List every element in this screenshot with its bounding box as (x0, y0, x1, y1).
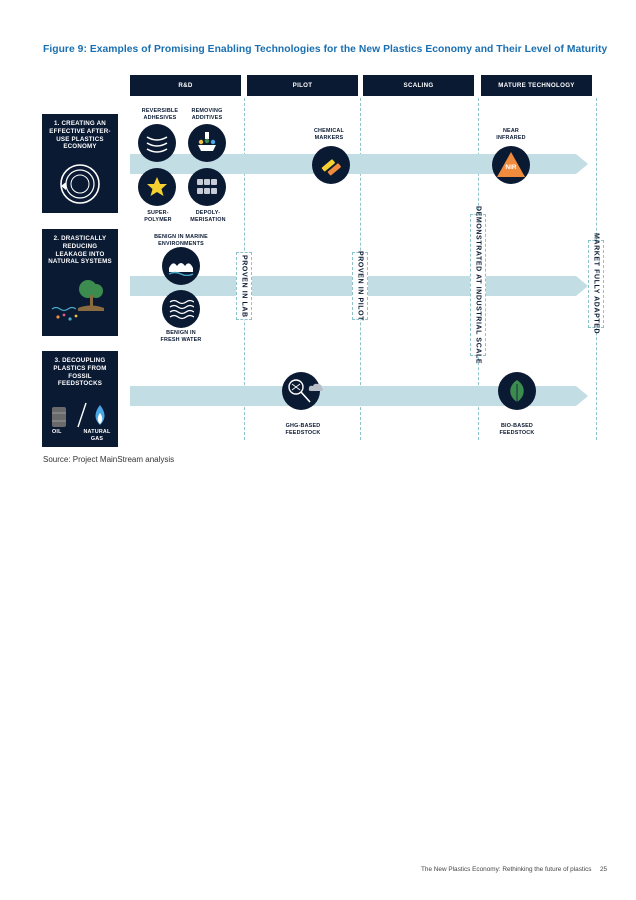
figure-title: Figure 9: Examples of Promising Enabling… (43, 44, 608, 55)
depolymerisation-circle (188, 168, 226, 206)
milestone-label: DEMONSTRATED AT INDUSTRIAL SCALE (474, 205, 482, 365)
stage-header-scaling: SCALING (363, 75, 474, 96)
circular-economy-icon (60, 164, 100, 204)
nir-badge-text: NIR (505, 164, 517, 171)
natural-gas-label: NATURAL GAS (83, 429, 111, 442)
milestone-label: PROVEN IN PILOT (356, 250, 364, 322)
row-1-box: 1. CREATING AN EFFECTIVE AFTER-USE PLAST… (42, 114, 118, 213)
leakage-tree-icon (51, 280, 104, 321)
row-2-box: 2. DRASTICALLY REDUCING LEAKAGE INTO NAT… (42, 229, 118, 336)
near-infrared-circle: NIR (492, 146, 530, 184)
benign-marine-label: BENIGN IN MARINE ENVIRONMENTS (154, 234, 208, 247)
stage-header-pilot: PILOT (247, 75, 358, 96)
bio-feedstock-label: BIO-BASED FEEDSTOCK (499, 423, 535, 436)
marine-wave-icon (168, 263, 194, 276)
row-3-arrow-band (130, 386, 588, 406)
oil-gas-icons (52, 402, 105, 428)
cloud-icon (308, 383, 323, 391)
oil-label: OIL (52, 429, 62, 435)
reversible-adhesives-circle (138, 124, 176, 162)
milestone-proven-in-pilot: PROVEN IN PILOT (352, 250, 368, 322)
adhesive-waves-icon (146, 136, 168, 153)
chemical-markers-circle (312, 146, 350, 184)
super-polymer-label: SUPER-POLYMER (144, 210, 172, 223)
additives-icon (198, 132, 216, 151)
row-3-box: 3. DECOUPLING PLASTICS FROM FOSSIL FEEDS… (42, 351, 118, 447)
milestone-demonstrated-at-industrial-scale: DEMONSTRATED AT INDUSTRIAL SCALE (470, 206, 486, 364)
co2-net-icon (288, 379, 311, 403)
blocks-icon (197, 179, 217, 194)
bio-feedstock-circle (498, 372, 536, 410)
row-1-label: 1. CREATING AN EFFECTIVE AFTER-USE PLAST… (49, 120, 111, 151)
benign-fresh-circle (162, 290, 200, 328)
super-polymer-circle (138, 168, 176, 206)
removing-additives-label: REMOVING ADDITIVES (191, 108, 223, 121)
benign-marine-circle (162, 247, 200, 285)
fresh-water-icon (169, 299, 194, 320)
near-infrared-label: NEAR INFRARED (496, 128, 526, 141)
star-icon (147, 177, 167, 196)
milestone-market-fully-adapted: MARKET FULLY ADAPTED (588, 233, 604, 335)
depolymerisation-label: DEPOLY-MERISATION (190, 210, 226, 223)
milestone-label: PROVEN IN LAB (240, 254, 248, 318)
stage-header-rd: R&D (130, 75, 241, 96)
nir-warning-icon: NIR (496, 151, 526, 179)
page-number: 25 (600, 866, 608, 873)
row-1-arrow-band (130, 154, 588, 174)
row-2-label: 2. DRASTICALLY REDUCING LEAKAGE INTO NAT… (48, 235, 112, 266)
marker-pens-icon (321, 159, 341, 176)
removing-additives-circle (188, 124, 226, 162)
milestone-label: MARKET FULLY ADAPTED (592, 233, 600, 335)
stage-header-mature: MATURE TECHNOLOGY (481, 75, 592, 96)
reversible-adhesives-label: REVERSIBLE ADHESIVES (141, 108, 179, 121)
benign-fresh-label: BENIGN IN FRESH WATER (160, 330, 202, 343)
source-note: Source: Project MainStream analysis (43, 455, 175, 464)
ghg-feedstock-label: GHG-BASED FEEDSTOCK (285, 423, 321, 436)
milestone-proven-in-lab: PROVEN IN LAB (236, 252, 252, 320)
footer-title: The New Plastics Economy: Rethinking the… (421, 866, 592, 873)
row-3-label: 3. DECOUPLING PLASTICS FROM FOSSIL FEEDS… (53, 357, 107, 388)
chemical-markers-label: CHEMICAL MARKERS (313, 128, 345, 141)
leaf-icon (510, 380, 524, 402)
